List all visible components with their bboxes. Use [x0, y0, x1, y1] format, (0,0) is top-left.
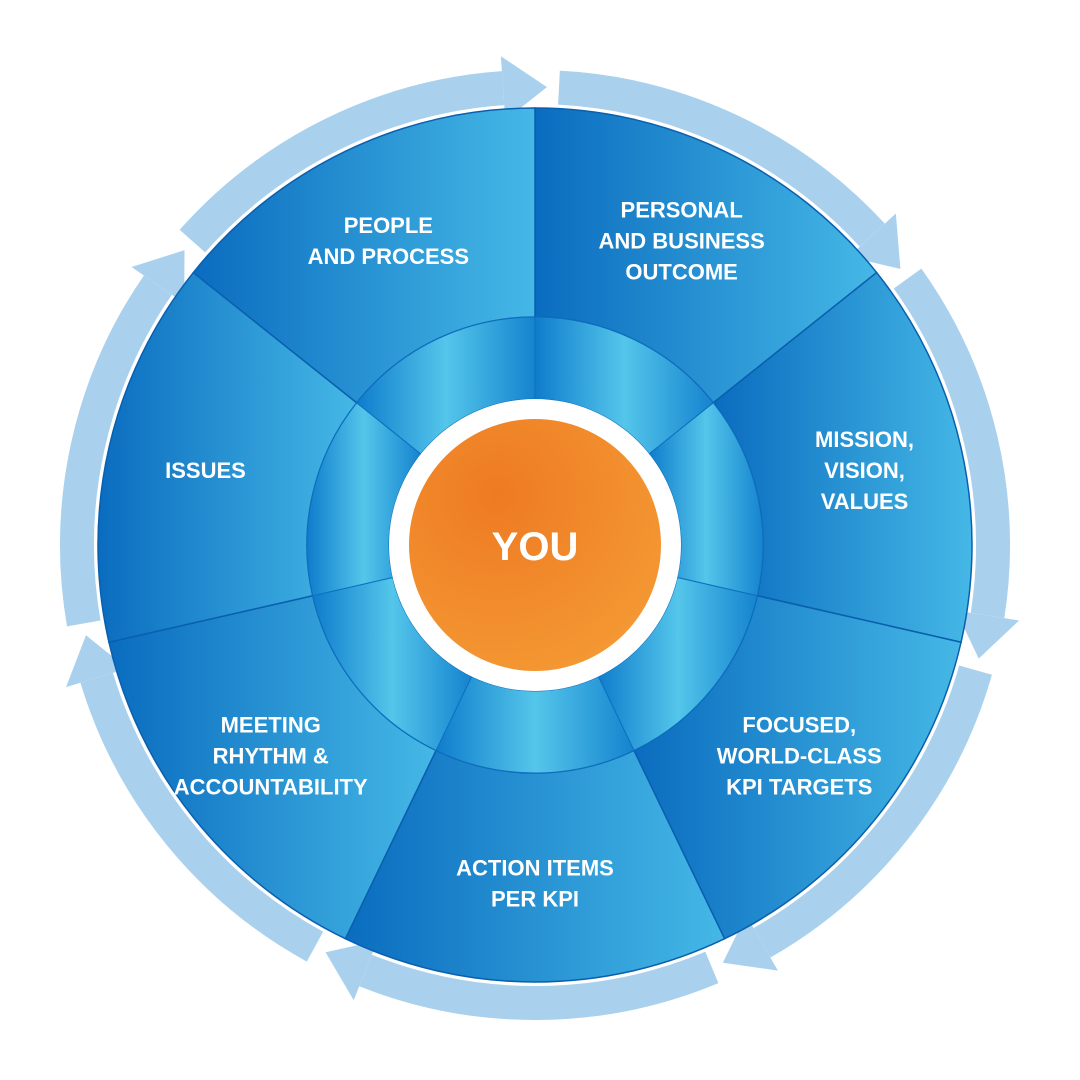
inner-ring — [306, 316, 764, 774]
segment-label-line: WORLD-CLASS — [717, 744, 882, 769]
segment-label-line: ACCOUNTABILITY — [174, 775, 368, 800]
segment-label-line: MISSION, — [815, 427, 914, 452]
segment-label-line: PER KPI — [491, 887, 579, 912]
cycle-arrowhead — [66, 635, 128, 688]
segment-label-line: AND PROCESS — [308, 244, 469, 269]
segment-label-line: FOCUSED, — [742, 713, 856, 738]
center-circle — [409, 419, 661, 671]
segment-label-line: VALUES — [821, 489, 909, 514]
cycle-arrow-arc — [753, 665, 992, 958]
cycle-arrowhead — [131, 250, 185, 304]
inner-ring-segment — [435, 675, 635, 774]
cycle-arrow-arc — [359, 951, 719, 1020]
segment-label-line: MEETING — [221, 713, 321, 738]
segment-label-line: ISSUES — [165, 458, 246, 483]
cycle-arrowhead — [722, 914, 778, 971]
segment-labels: PERSONAL AND BUSINESS OUTCOME MISSION, VISIO… — [165, 197, 914, 911]
segment-label-line: PERSONAL — [621, 197, 743, 222]
segment-label-line: VISION, — [824, 458, 905, 483]
cycle-arrow-arc — [60, 275, 172, 627]
segment-label-line: AND BUSINESS — [599, 228, 765, 253]
segment-label-line: PEOPLE — [344, 213, 433, 238]
segment-label-line: KPI TARGETS — [726, 775, 872, 800]
cycle-arrow-arc — [179, 71, 505, 253]
center-label: YOU — [492, 525, 579, 569]
cycle-arrow-arc — [893, 268, 1010, 619]
cycle-arrow-arc — [558, 70, 885, 247]
cycle-arrowhead — [955, 610, 1020, 659]
cycle-arrows — [60, 56, 1020, 1020]
segment-label-line: RHYTHM & — [213, 744, 329, 769]
cycle-arrowhead — [325, 940, 378, 1001]
segment-label-line: ACTION ITEMS — [456, 856, 614, 881]
segment-label-line: OUTCOME — [625, 259, 737, 284]
cycle-arrowhead — [500, 56, 547, 121]
outer-segments — [97, 107, 973, 983]
cycle-arrow-arc — [80, 672, 324, 962]
